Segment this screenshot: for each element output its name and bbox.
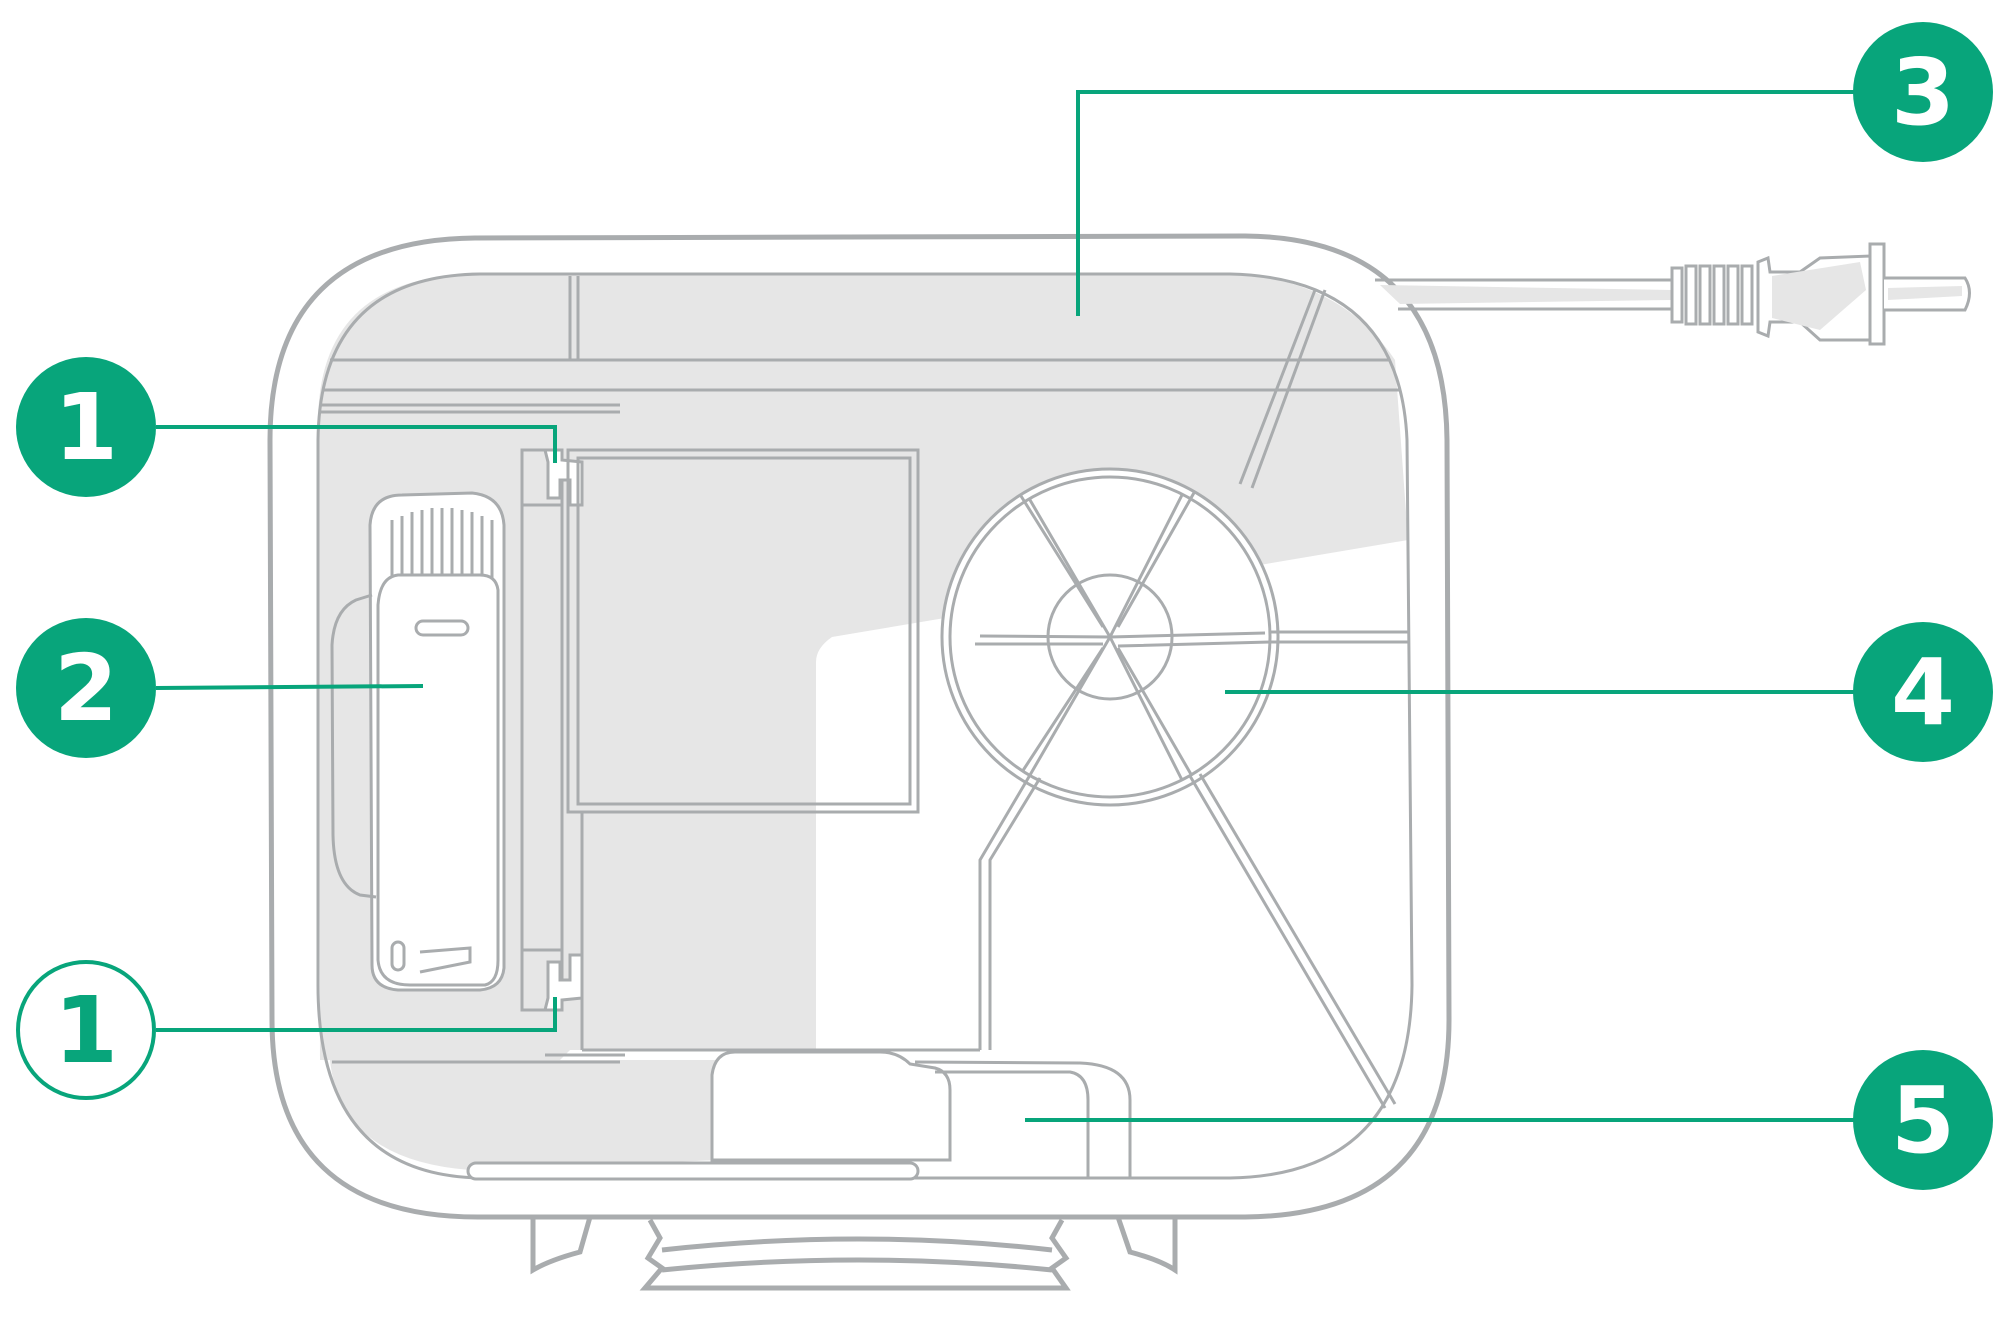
leader-3 (1076, 90, 1855, 316)
leader-1-bottom (156, 997, 557, 1032)
callout-2-label: 2 (54, 635, 118, 742)
callout-3: 3 (1853, 22, 1993, 162)
cord-reel (940, 289, 1410, 1109)
case-handle (530, 1216, 1178, 1291)
callout-2-circle (16, 618, 156, 758)
callout-1-top-circle (16, 357, 156, 497)
inner-tray (316, 272, 1414, 1180)
callout-1-bottom-circle (16, 960, 156, 1100)
callout-1-bottom: 1 (16, 960, 156, 1100)
callout-5-label: 5 (1891, 1067, 1955, 1174)
accessory-holder (330, 491, 506, 992)
callout-4: 4 (1853, 622, 1993, 762)
case-shell (267, 233, 1452, 1220)
center-compartment (566, 448, 980, 1052)
callout-4-label: 4 (1891, 639, 1955, 746)
upper-latch (543, 448, 584, 507)
leader-1-top (156, 425, 557, 463)
callout-5: 5 (1853, 1050, 1993, 1190)
lower-latch (543, 953, 584, 1012)
leader-lines (155, 90, 1855, 1122)
callout-1-bottom-label: 1 (54, 977, 118, 1084)
callout-3-label: 3 (1891, 39, 1955, 146)
latch-column (320, 403, 625, 1064)
bottom-compartment (466, 1050, 1132, 1181)
callout-4-circle (1853, 622, 1993, 762)
callout-3-circle (1853, 22, 1993, 162)
callout-1-top-label: 1 (54, 374, 118, 481)
callout-5-circle (1853, 1050, 1993, 1190)
callout-2: 2 (16, 618, 156, 758)
callout-1-top: 1 (16, 357, 156, 497)
leader-2 (155, 684, 424, 690)
power-cord (1375, 242, 1971, 346)
